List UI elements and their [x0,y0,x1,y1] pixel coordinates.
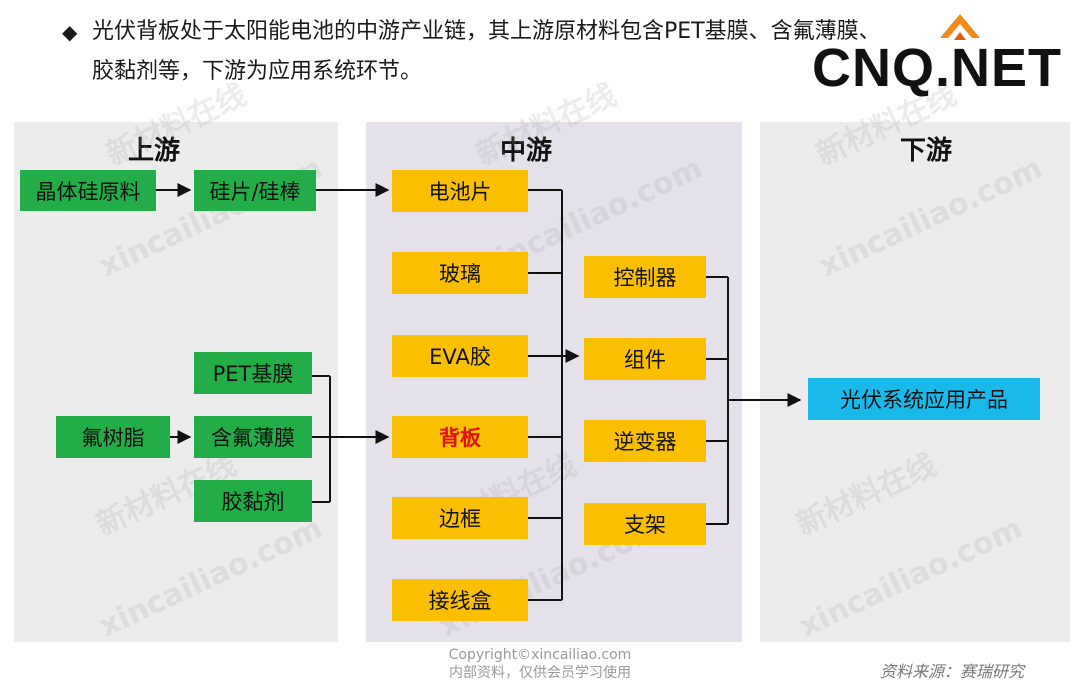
node-backsheet: 背板 [392,416,528,458]
node-controller: 控制器 [584,256,706,298]
node-fluororesin: 氟树脂 [56,416,170,458]
node-wafer: 硅片/硅棒 [194,170,316,211]
upstream-title: 上游 [128,136,181,166]
source-note: 资料来源：赛瑞研究 [880,662,1025,681]
footer: Copyright©xincailiao.com 内部资料，仅供会员学习使用 [400,646,680,682]
cnq-logo: CNQ.NET [812,14,1072,100]
intro-line-2: 胶黏剂等，下游为应用系统环节。 [92,59,423,84]
node-module: 组件 [584,338,706,380]
node-inverter: 逆变器 [584,420,706,462]
midstream-title: 中游 [500,136,553,166]
copyright-text: Copyright©xincailiao.com [448,647,632,663]
intro-line-1: 光伏背板处于太阳能电池的中游产业链，其上游原材料包含PET基膜、含氟薄膜、 [92,19,881,44]
node-cell: 电池片 [392,170,528,212]
bullet-diamond-icon: ◆ [62,20,78,44]
logo-mark-icon [940,14,980,40]
internal-note: 内部资料，仅供会员学习使用 [449,665,631,681]
node-junction-box: 接线盒 [392,579,528,621]
node-eva: EVA胶 [392,335,528,377]
node-fluoro-film: 含氟薄膜 [194,416,312,458]
node-adhesive: 胶黏剂 [194,480,312,522]
logo-text: CNQ.NET [812,38,1062,98]
node-pv-products: 光伏系统应用产品 [808,378,1040,420]
node-pet-film: PET基膜 [194,352,312,394]
node-crystal-silicon: 晶体硅原料 [20,170,156,211]
intro-text: ◆ 光伏背板处于太阳能电池的中游产业链，其上游原材料包含PET基膜、含氟薄膜、 … [62,12,1062,92]
node-glass: 玻璃 [392,252,528,294]
node-frame: 边框 [392,497,528,539]
backsheet-label: 背板 [439,426,481,450]
downstream-title: 下游 [900,136,953,166]
node-bracket: 支架 [584,503,706,545]
